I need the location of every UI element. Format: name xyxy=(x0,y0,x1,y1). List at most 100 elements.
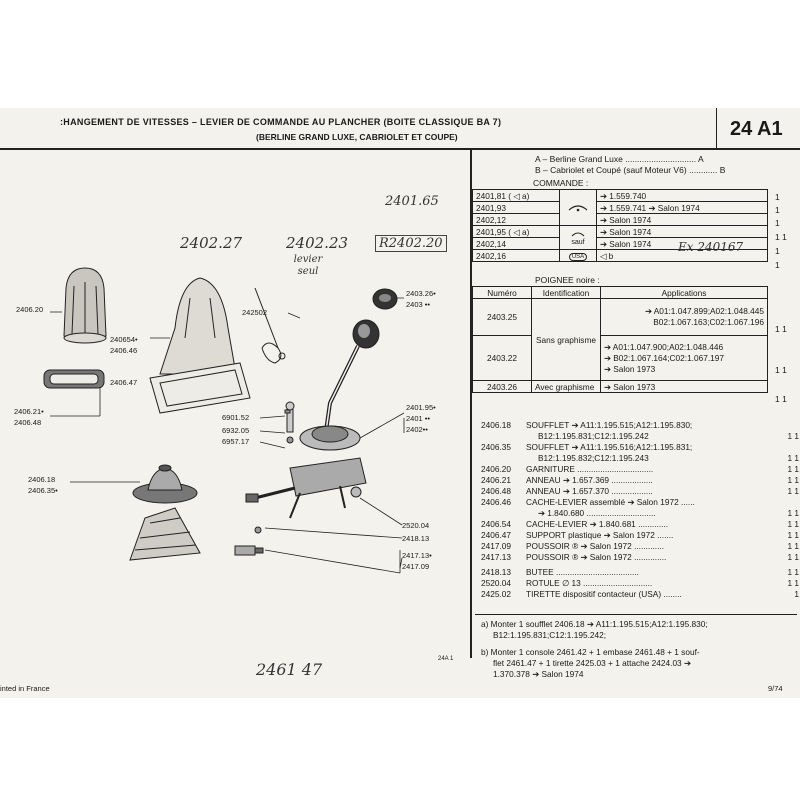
part-text: BUTEE ..................................… xyxy=(526,567,639,577)
handwritten-note: 2402.27 xyxy=(180,234,243,252)
poignee-app-line: ➔ Salon 1973 xyxy=(604,363,656,374)
part-number: 2406.46 xyxy=(481,497,511,507)
qty: 1 xyxy=(775,246,780,256)
part-label: 240654• xyxy=(110,335,138,344)
figure-id: 24A 1 xyxy=(438,656,454,662)
part-number: 2425.02 xyxy=(481,589,511,599)
qty: 1 1 xyxy=(775,232,787,242)
gear-lever-part-icon xyxy=(323,288,398,439)
header-divider xyxy=(0,148,800,150)
part-label: 2401 •• xyxy=(406,414,431,423)
part-number: 2520.04 xyxy=(481,578,511,588)
qty: 1 xyxy=(775,260,780,270)
part-label: 2417.13• xyxy=(402,551,432,560)
commande-ref: 2401,93 xyxy=(472,201,560,214)
part-number: 2406.47 xyxy=(481,530,511,540)
part-number: 2406.21 xyxy=(481,475,511,485)
commande-heading: COMMANDE : xyxy=(533,178,589,188)
list-item: 2417.09 POUSSOIR ® ➔ Salon 1972 .........… xyxy=(481,541,799,552)
part-text: POUSSOIR ® ➔ Salon 1972 ............. xyxy=(526,541,665,551)
commande-ref: 2401,95 ( ◁ a) xyxy=(472,225,560,238)
handwritten-note: levier seul xyxy=(293,254,323,277)
qty: 1 1 xyxy=(775,394,787,404)
sauf-label: sauf xyxy=(571,239,585,246)
table-row: 2402,12 ➔ Salon 1974 xyxy=(472,213,768,226)
commande-ref: 2402,12 xyxy=(472,213,560,226)
poignee-app-line: B02:1.067.163;C02:1.067.196 xyxy=(653,317,764,327)
part-label: 6957.17 xyxy=(222,437,250,446)
table-row: 2403.26 Avec graphisme ➔ Salon 1973 xyxy=(472,380,768,393)
version-a: A – Berline Grand Luxe .................… xyxy=(535,154,704,164)
part-number: 2417.09 xyxy=(481,541,511,551)
part-text: SOUFFLET ➔ A11:1.195.516;A12:1.195.831; xyxy=(526,442,693,452)
part-text: TIRETTE dispositif contacteur (USA) ....… xyxy=(526,589,682,599)
soufflet-part-icon xyxy=(132,464,198,504)
part-qty: 1 1 xyxy=(787,475,799,485)
page-date: 9/74 xyxy=(768,684,783,693)
table-row: 2401,81 ( ◁ a) ➔ 1.559.740 xyxy=(472,189,768,226)
poignee-num: 2403.26 xyxy=(472,380,532,393)
garniture-part-icon xyxy=(63,267,107,344)
part-number: 2406.54 xyxy=(481,519,511,529)
catalog-page: :HANGEMENT DE VITESSES – LEVIER DE COMMA… xyxy=(0,108,800,698)
table-header-row: Numéro Identification Applications xyxy=(472,286,768,299)
header-box-divider xyxy=(716,108,717,148)
poignee-app: ➔ A01:1.047.900;A02:1.048.446 ➔ B02:1.06… xyxy=(600,335,768,381)
part-qty: 1 1 xyxy=(787,431,799,441)
note-a: a) Monter 1 soufflet 2406.18 ➔ A11:1.195… xyxy=(481,619,708,629)
page-id: 24 A1 xyxy=(730,118,783,140)
part-label: 6932.05 xyxy=(222,426,250,435)
part-qty: 1 1 xyxy=(787,453,799,463)
part-label: 2403.26• xyxy=(406,289,436,298)
screw-part-icon xyxy=(284,409,291,414)
qty: 1 xyxy=(775,218,780,228)
part-label: 2406.20 xyxy=(16,305,44,314)
poussoir-part-icon xyxy=(234,526,264,556)
part-label: 2406.18 xyxy=(28,475,56,484)
part-qty: 1 1 xyxy=(787,486,799,496)
part-label: 2406.48 xyxy=(14,418,42,427)
version-b: B – Cabriolet et Coupé (sauf Moteur V6) … xyxy=(535,165,726,175)
part-text: GARNITURE ..............................… xyxy=(526,464,654,474)
part-text: ➔ 1.840.680 ............................… xyxy=(538,508,656,518)
part-label: 2520.04 xyxy=(402,521,430,530)
lever-mechanism-part-icon xyxy=(245,401,367,519)
qty: 1 1 xyxy=(775,365,787,375)
commande-ref: 2401,81 ( ◁ a) xyxy=(472,189,560,202)
part-label: 2417.09 xyxy=(402,562,430,571)
commande-app: ➔ 1.559.741 ➔ Salon 1974 xyxy=(596,201,768,214)
note-b-cont: flet 2461.47 + 1 tirette 2425.03 + 1 att… xyxy=(493,658,691,668)
part-qty: 1 1 xyxy=(787,552,799,562)
poignee-app-line: ➔ A01:1.047.900;A02:1.048.446 xyxy=(604,341,724,352)
commande-app: ➔ Salon 1974 xyxy=(596,213,768,226)
commande-app: ➔ Salon 1974 xyxy=(596,225,768,238)
list-item: 2406.54 CACHE-LEVIER ➔ 1.840.681 ........… xyxy=(481,519,799,530)
poignee-app-line: ➔ B02:1.067.164;C02:1.067.197 xyxy=(604,352,724,363)
list-item: ➔ 1.840.680 ............................… xyxy=(481,508,799,519)
poignee-table: Numéro Identification Applications 2403.… xyxy=(472,286,768,393)
poignee-ident: Avec graphisme xyxy=(531,380,601,393)
printed-in: inted in France xyxy=(0,684,50,693)
commande-app: ◁ b xyxy=(596,249,768,262)
part-text: ANNEAU ➔ 1.657.370 .................. xyxy=(526,486,653,496)
part-qty: 1 xyxy=(794,589,799,599)
handwritten-note: 2401.65 xyxy=(385,194,439,209)
handwritten-note: 2402.23 xyxy=(286,234,349,252)
usa-badge: USA xyxy=(568,253,588,261)
part-label: 242502 xyxy=(242,308,268,317)
support-ring-part-icon xyxy=(43,369,105,389)
part-label: 2406.47 xyxy=(110,378,138,387)
part-text: B12:1.195.832;C12:1.195.243 xyxy=(538,453,649,463)
commande-ref: 2402,14 xyxy=(472,237,560,250)
part-text: CACHE-LEVIER ➔ 1.840.681 ............. xyxy=(526,519,669,529)
part-qty: 1 1 xyxy=(787,578,799,588)
tirette-part-icon xyxy=(254,287,286,364)
col-numero: Numéro xyxy=(472,286,532,299)
table-row: 2401,95 ( ◁ a) sauf ➔ Salon 1974 xyxy=(472,225,768,250)
poignee-num: 2403.25 xyxy=(472,298,532,336)
